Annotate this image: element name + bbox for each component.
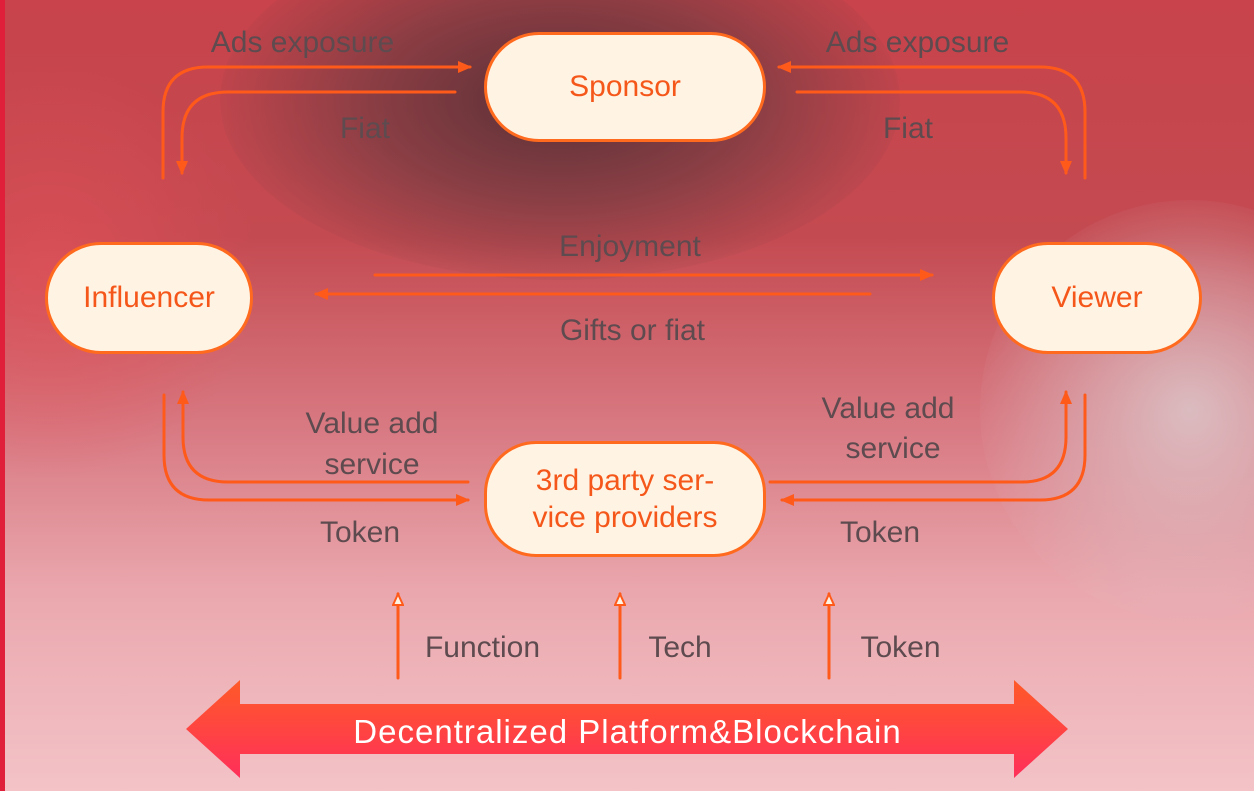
flow-label-fiat-left: Fiat xyxy=(339,112,390,145)
arrow-token-left xyxy=(162,393,470,506)
platform-label: Decentralized Platform&Blockchain xyxy=(353,713,902,750)
providers-node: 3rd party ser- vice providers xyxy=(484,441,766,557)
flow-label-ads-exposure-right: Ads exposure xyxy=(825,26,1010,59)
sponsor-node: Sponsor xyxy=(484,32,766,142)
arrow-ads-exposure-right xyxy=(777,61,1087,180)
flow-label-fiat-right: Fiat xyxy=(882,112,933,145)
flow-label-value-add-left-1: Value add xyxy=(305,407,439,440)
arrow-fiat-right xyxy=(795,90,1072,175)
influencer-label: Influencer xyxy=(83,281,215,315)
flow-label-ads-exposure-left: Ads exposure xyxy=(210,26,395,59)
platform-bar-shape xyxy=(186,680,1068,778)
flow-label-token-left: Token xyxy=(319,516,401,549)
providers-label-line2: vice providers xyxy=(532,501,718,534)
sponsor-label: Sponsor xyxy=(569,70,681,104)
flow-label-token-right: Token xyxy=(839,516,921,549)
viewer-node: Viewer xyxy=(992,242,1202,354)
providers-label-line1: 3rd party ser- xyxy=(535,463,715,497)
influencer-node: Influencer xyxy=(45,242,253,354)
edge-stripe xyxy=(0,0,5,791)
flow-label-value-add-right-1: Value add xyxy=(821,392,955,425)
flow-label-function: Function xyxy=(424,631,541,664)
flow-label-value-add-left-2: service xyxy=(324,448,420,481)
viewer-label: Viewer xyxy=(1051,281,1143,315)
flow-label-value-add-right-2: service xyxy=(845,432,941,465)
arrow-fiat-left xyxy=(176,90,457,175)
arrow-ads-exposure-left xyxy=(161,61,472,180)
arrow-value-add-left xyxy=(177,390,470,484)
flow-label-gifts-or-fiat: Gifts or fiat xyxy=(559,314,706,347)
flow-label-token-bottom: Token xyxy=(860,631,941,664)
arrow-token-right xyxy=(780,393,1087,506)
flow-label-enjoyment: Enjoyment xyxy=(559,230,701,263)
flow-label-tech: Tech xyxy=(648,631,712,664)
arrow-value-add-right xyxy=(768,390,1072,484)
